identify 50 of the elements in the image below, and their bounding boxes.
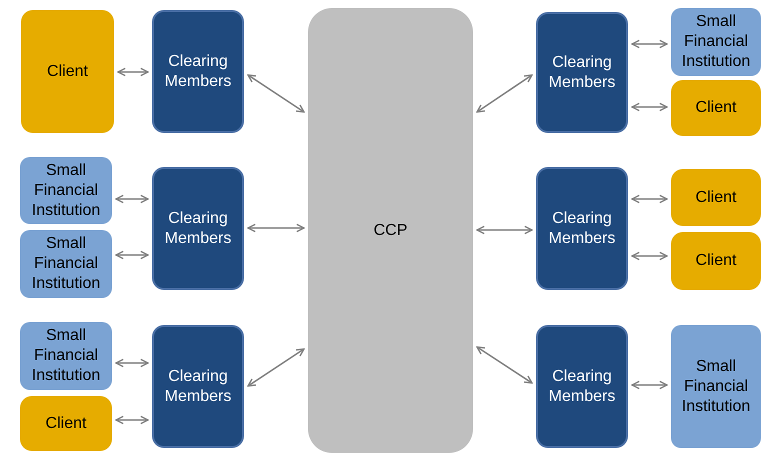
node-label: Small Financial Institution	[30, 160, 102, 220]
double-arrow	[115, 194, 149, 204]
double-arrow	[476, 346, 533, 384]
node-label: CCP	[372, 220, 408, 240]
rounded-box	[20, 230, 112, 298]
node-label: Clearing Members	[548, 366, 616, 406]
rounded-box	[536, 12, 628, 133]
double-arrow	[631, 380, 668, 390]
rounded-box	[536, 167, 628, 290]
rounded-box	[671, 169, 761, 226]
node-label: Small Financial Institution	[680, 356, 752, 416]
node-label: Client	[694, 98, 738, 118]
node-label: Small Financial Institution	[30, 326, 102, 386]
rounded-box	[21, 10, 114, 133]
double-arrow	[115, 250, 149, 260]
rounded-box	[20, 396, 112, 451]
rounded-box	[308, 8, 473, 453]
rounded-box	[152, 167, 244, 290]
rounded-box	[20, 157, 112, 224]
node-label: Client	[44, 414, 88, 434]
node-label: Clearing Members	[548, 52, 616, 92]
rounded-box	[536, 325, 628, 448]
node-label: Clearing Members	[164, 366, 232, 406]
node-label: Small Financial Institution	[30, 234, 102, 294]
double-arrow	[247, 348, 305, 387]
double-arrow	[247, 224, 305, 232]
node-label: Small Financial Institution	[680, 12, 752, 72]
double-arrow	[631, 102, 668, 112]
node-label: Clearing Members	[164, 52, 232, 92]
rounded-box	[152, 325, 244, 448]
double-arrow	[117, 68, 149, 76]
node-label: Clearing Members	[548, 208, 616, 248]
double-arrow	[476, 74, 533, 113]
node-label: Client	[694, 251, 738, 271]
node-label: Client	[46, 62, 89, 82]
node-label: Clearing Members	[164, 208, 232, 248]
rounded-box	[671, 8, 761, 76]
double-arrow	[631, 40, 668, 48]
rounded-box	[20, 322, 112, 390]
node-label: Client	[694, 188, 738, 208]
double-arrow	[631, 194, 668, 204]
rounded-box	[152, 10, 244, 133]
rounded-box	[671, 232, 761, 290]
double-arrow	[115, 358, 149, 368]
rounded-box	[671, 80, 761, 136]
double-arrow	[115, 416, 149, 424]
rounded-box	[671, 325, 761, 448]
double-arrow	[476, 226, 533, 234]
double-arrow	[631, 252, 668, 260]
double-arrow	[247, 74, 305, 113]
